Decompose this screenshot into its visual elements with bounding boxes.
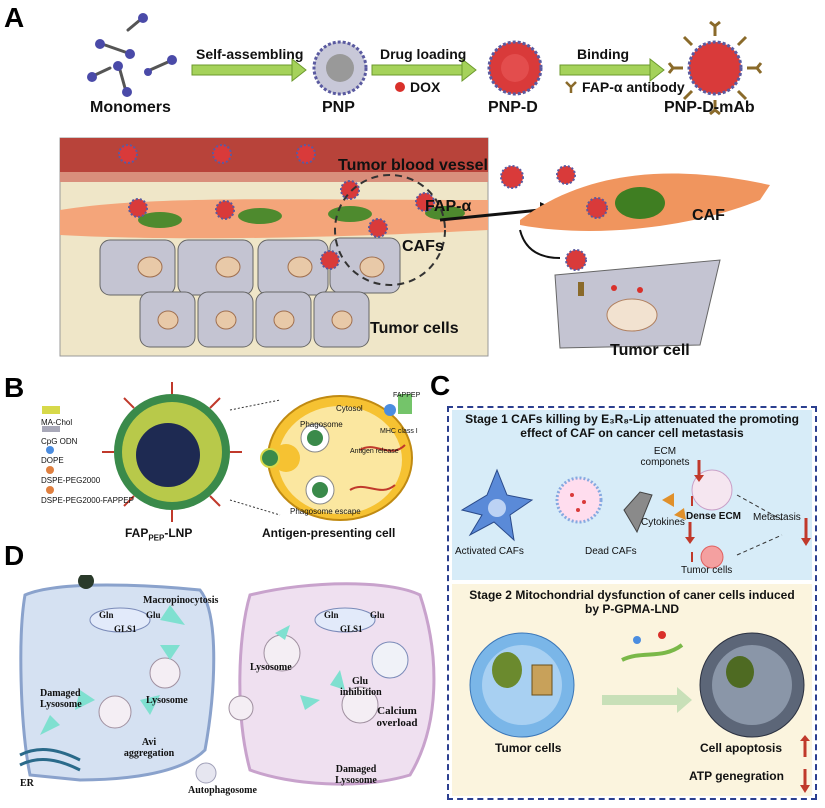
- arrow-2: [371, 57, 477, 83]
- panel-label-a: A: [4, 2, 25, 33]
- apc-label: Antigen-presenting cell: [262, 526, 396, 540]
- avi-icon: [78, 575, 94, 589]
- damaged-lysosome-left-label: Damaged Lysosome: [40, 688, 82, 710]
- cytokines-label: Cytokines: [641, 517, 685, 528]
- legend-label-ma-chol: MA-Chol: [41, 418, 73, 427]
- mhc-icon: [384, 394, 412, 416]
- pnpd-label: PNP-D: [488, 99, 538, 116]
- cafs-label: CAFs: [402, 238, 444, 255]
- tumor-cells-2-label: Tumor cells: [495, 741, 562, 755]
- fap-label: FAP-α: [425, 198, 472, 215]
- panel-c-frame: [447, 406, 817, 800]
- panel-b-figure: [42, 382, 413, 522]
- antigen-release-label: Antigen release: [350, 448, 399, 455]
- arrow-1: [191, 57, 307, 83]
- pnpdmab-label: PNP-D-mAb: [664, 99, 755, 116]
- monomers-icon: [93, 18, 170, 90]
- arrow-3: [559, 57, 665, 83]
- fap-pep-label: FAPPEP: [393, 392, 421, 399]
- pnpdmab-icon: [667, 20, 763, 116]
- legend-label-dspe: DSPE-PEG2000: [41, 476, 101, 485]
- cytosol-label: Cytosol: [336, 404, 363, 413]
- step1-label: Self-assembling: [196, 46, 304, 62]
- glu-inhibition-label: Glu inhibition: [340, 676, 382, 698]
- gln-label-right: Gln: [324, 610, 339, 620]
- gls1-label-left: GLS1: [114, 624, 137, 634]
- tumor-cells-cluster: [99, 237, 401, 348]
- zoom-circle: [334, 174, 446, 286]
- glu-label-right: Glu: [370, 610, 385, 620]
- step2-label: Drug loading: [380, 46, 467, 62]
- left-cell: [19, 583, 216, 782]
- apc-cell: [260, 395, 413, 521]
- activated-cafs-label: Activated CAFs: [455, 546, 524, 557]
- panel-a-scene: [59, 137, 770, 357]
- stage2-title: Stage 2 Mitochondrial dysfunction of can…: [469, 588, 795, 616]
- tumor-cell-zoom-label: Tumor cell: [610, 342, 690, 359]
- autophagosome-label: Autophagosome: [188, 785, 257, 796]
- phagosome-label: Phagosome: [300, 420, 343, 429]
- atp-label: ATP genegration: [689, 769, 784, 783]
- legend-icons: [42, 406, 60, 494]
- antibody-icon: [565, 81, 577, 93]
- ecm-label: ECM componets: [640, 446, 690, 468]
- dox-label: DOX: [410, 79, 441, 95]
- panel-d-figure: [19, 575, 436, 786]
- macropinocytosis-label: Macropinocytosis: [143, 595, 219, 606]
- lnp-icon: [102, 382, 242, 522]
- gln-label-left: Gln: [99, 610, 114, 620]
- stage1-figure: [460, 460, 811, 569]
- panel-a-workflow: [87, 13, 763, 116]
- stage2-figure: [469, 631, 805, 738]
- apoptosis-arrows: [800, 735, 810, 793]
- er-icon: [19, 748, 81, 762]
- dead-cafs-label: Dead CAFs: [585, 546, 637, 557]
- dox-dot-icon: [395, 82, 405, 92]
- legend-label-dope: DOPE: [41, 456, 64, 465]
- caf-zoom-label: CAF: [692, 207, 725, 224]
- avi-label: Avi aggregation: [123, 737, 175, 759]
- tumor-cell-icon: [700, 545, 724, 569]
- lysosome-left-label: Lysosome: [146, 695, 188, 706]
- calcium-label: Calcium overload: [376, 705, 418, 729]
- pnp-icon: [312, 40, 368, 96]
- legend-label-dspe-fap: DSPE-PEG2000-FAPPEP: [41, 496, 134, 505]
- pnp-label: PNP: [322, 99, 355, 116]
- mhc-label: MHC class I: [380, 428, 418, 435]
- liposome-icon: [555, 476, 603, 524]
- dense-ecm-label: Dense ECM: [686, 511, 742, 522]
- glu-label-left: Glu: [146, 610, 161, 620]
- metastasis-label: Metastasis: [753, 512, 801, 523]
- vessel-label: Tumor blood vessel: [338, 157, 488, 174]
- stage1-box: [452, 410, 812, 580]
- panel-label-d: D: [4, 540, 25, 571]
- dense-ecm-icon: [691, 469, 733, 511]
- damaged-lysosome-right-label: Damaged Lysosome: [335, 764, 377, 786]
- legend-label-cpg: CpG ODN: [41, 437, 78, 446]
- tumor-cells-label: Tumor cells: [370, 320, 459, 337]
- panel-label-b: B: [4, 372, 25, 403]
- calcium-icon: [371, 641, 409, 679]
- tumor-cells-c-label: Tumor cells: [681, 565, 733, 576]
- lysosome-right-label: Lysosome: [250, 662, 292, 673]
- activated-caf-icon: [460, 468, 534, 542]
- apoptosis-label: Cell apoptosis: [700, 741, 783, 755]
- antibody-label: FAP-α antibody: [582, 79, 685, 95]
- gls1-label-right: GLS1: [340, 624, 363, 634]
- phagosome-escape-label: Phagosome escape: [290, 507, 361, 516]
- lysosome-icon: [149, 657, 181, 689]
- lnp-label: FAPPEP-LNP: [125, 526, 193, 543]
- stage1-title: Stage 1 CAFs killing by E₃R₈-Lip attenua…: [465, 412, 799, 440]
- pnpd-icon: [487, 40, 543, 96]
- polymer-icon: [621, 643, 684, 662]
- dead-caf-icon: [623, 491, 653, 534]
- er-label: ER: [20, 778, 34, 789]
- autophagosome-icon: [195, 762, 217, 784]
- panel-label-c: C: [430, 370, 451, 401]
- step3-label: Binding: [577, 46, 630, 62]
- monomers-label: Monomers: [90, 99, 171, 116]
